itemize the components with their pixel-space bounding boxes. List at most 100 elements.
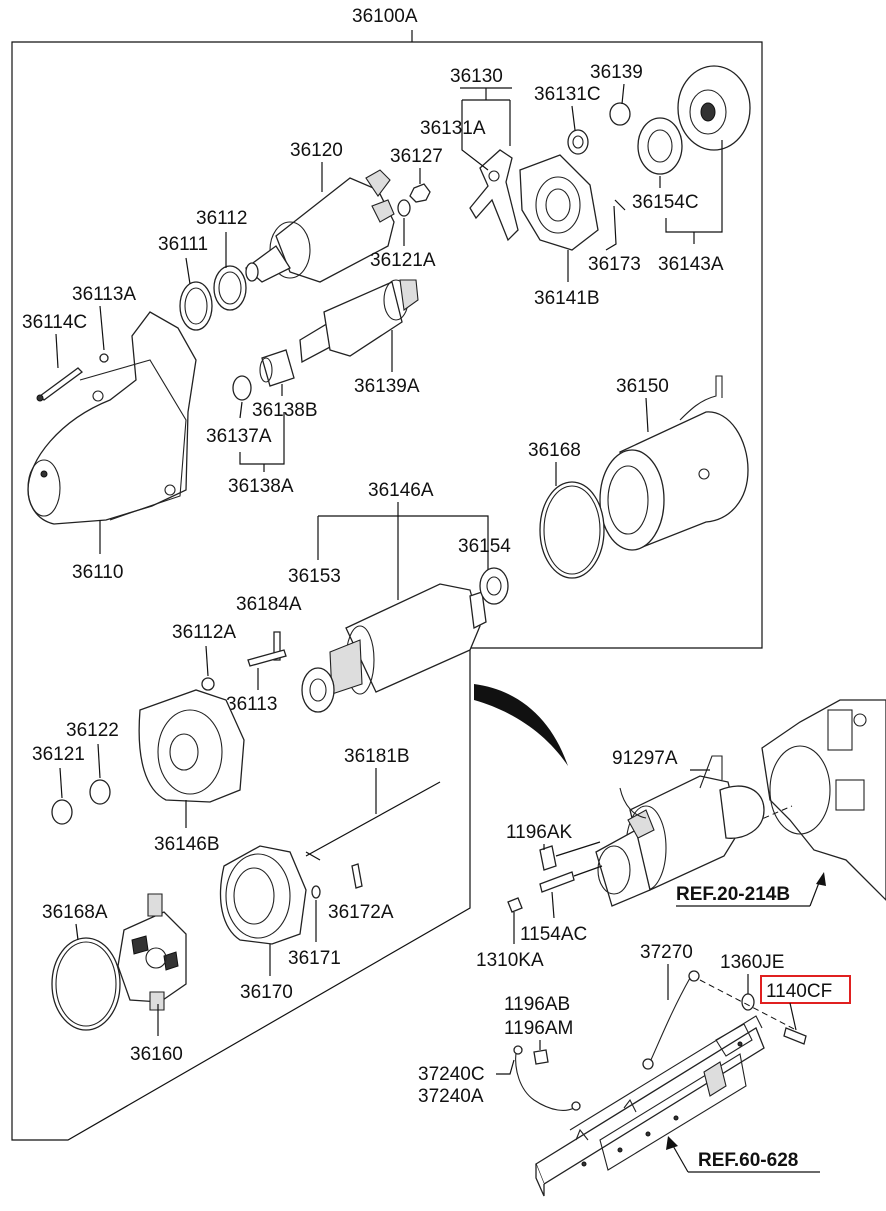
label-36171: 36171 bbox=[288, 948, 341, 969]
through-bolt-36181b bbox=[305, 781, 441, 861]
label-36120: 36120 bbox=[290, 140, 343, 161]
highlight-box-1140cf bbox=[760, 975, 851, 1004]
label-36130: 36130 bbox=[450, 66, 503, 87]
label-36150: 36150 bbox=[616, 376, 669, 397]
label-36121: 36121 bbox=[32, 744, 85, 765]
bushing-36139 bbox=[609, 102, 631, 126]
battery-cable-37240 bbox=[513, 1045, 581, 1111]
label-36137A: 36137A bbox=[206, 426, 272, 447]
brush-holder-36160 bbox=[117, 893, 187, 1011]
label-36172A: 36172A bbox=[328, 902, 394, 923]
label-36121A: 36121A bbox=[370, 250, 436, 271]
washer-36112a bbox=[201, 677, 215, 691]
label-36111: 36111 bbox=[158, 234, 208, 255]
bolt-1196ak bbox=[539, 845, 557, 871]
sleeve-36138b bbox=[259, 349, 295, 387]
label-36170: 36170 bbox=[240, 982, 293, 1003]
label-36143A: 36143A bbox=[658, 254, 724, 275]
pinion-36139a bbox=[299, 279, 419, 364]
chassis-frame bbox=[535, 1015, 765, 1197]
label-36127: 36127 bbox=[390, 146, 443, 167]
front-housing-36110 bbox=[27, 311, 197, 525]
washer-36121a bbox=[397, 199, 411, 217]
solenoid-36120 bbox=[244, 169, 395, 283]
label-36114C: 36114C bbox=[22, 312, 87, 333]
label-36139A: 36139A bbox=[354, 376, 420, 397]
label-36154C: 36154C bbox=[632, 192, 699, 213]
ref-frame: REF.60-628 bbox=[698, 1150, 798, 1171]
label-36184A: 36184A bbox=[236, 594, 302, 615]
label-36113: 36113 bbox=[226, 694, 277, 715]
pin-36173 bbox=[614, 199, 626, 211]
bolt-36114c bbox=[36, 367, 83, 402]
assembly-label: 36100A bbox=[352, 6, 418, 27]
label-36112: 36112 bbox=[196, 208, 247, 229]
label-1310KA: 1310KA bbox=[476, 950, 544, 971]
clip-36137a bbox=[232, 375, 252, 401]
yoke-36150 bbox=[599, 375, 749, 551]
bearing-36153 bbox=[301, 667, 335, 713]
label-36141B: 36141B bbox=[534, 288, 600, 309]
label-36138A: 36138A bbox=[228, 476, 294, 497]
label-36160: 36160 bbox=[130, 1044, 183, 1065]
label-36122: 36122 bbox=[66, 720, 119, 741]
label-37270: 37270 bbox=[640, 942, 693, 963]
ref-frame-arrow bbox=[666, 1136, 678, 1150]
screw-36172a bbox=[351, 863, 363, 889]
label-37240A: 37240A bbox=[418, 1086, 484, 1107]
label-36153: 36153 bbox=[288, 566, 341, 587]
label-36146A: 36146A bbox=[368, 480, 434, 501]
rear-cover-36170 bbox=[219, 845, 307, 945]
label-1196AB: 1196AB bbox=[504, 994, 570, 1015]
drive-housing-plate bbox=[519, 154, 599, 251]
cover-36146b bbox=[138, 689, 245, 803]
bolt-1196ab bbox=[533, 1049, 549, 1065]
assembly-boundary bbox=[11, 30, 763, 1141]
end-housing-36143a bbox=[677, 65, 751, 151]
label-36113A: 36113A bbox=[72, 284, 136, 305]
label-36139: 36139 bbox=[590, 62, 643, 83]
ref-engine: REF.20-214B bbox=[676, 884, 790, 905]
ring-36168a bbox=[51, 937, 121, 1031]
label-36138B: 36138B bbox=[252, 400, 318, 421]
label-1360JE: 1360JE bbox=[720, 952, 784, 973]
label-36173: 36173 bbox=[588, 254, 641, 275]
label-36154: 36154 bbox=[458, 536, 511, 557]
bushing-36131c bbox=[567, 129, 589, 155]
label-1196AM: 1196AM bbox=[504, 1018, 573, 1039]
lever-part bbox=[469, 149, 519, 242]
washer-36121 bbox=[51, 799, 73, 825]
engine-block bbox=[761, 699, 886, 901]
bearing-36154c bbox=[637, 117, 683, 175]
bolt-1140cf bbox=[783, 1027, 807, 1045]
label-36181B: 36181B bbox=[344, 746, 410, 767]
washer-36122 bbox=[89, 779, 111, 805]
label-36146B: 36146B bbox=[154, 834, 220, 855]
label-36168: 36168 bbox=[528, 440, 581, 461]
label-36110: 36110 bbox=[72, 562, 123, 583]
washer-1360je bbox=[741, 993, 755, 1011]
installed-starter bbox=[595, 755, 765, 907]
label-91297A: 91297A bbox=[612, 748, 678, 769]
label-36131A: 36131A bbox=[420, 118, 486, 139]
washer-36113a bbox=[99, 353, 109, 363]
label-1140CF: 1140CF bbox=[766, 981, 832, 1002]
stud-1154ac bbox=[539, 871, 575, 893]
label-1154AC: 1154AC bbox=[520, 924, 587, 945]
label-36168A: 36168A bbox=[42, 902, 108, 923]
label-1196AK: 1196AK bbox=[506, 822, 573, 843]
direction-arrow bbox=[474, 684, 568, 766]
label-36112A: 36112A bbox=[172, 622, 236, 643]
nut-1310ka bbox=[507, 897, 523, 913]
ground-cable-37270 bbox=[642, 970, 700, 1070]
armature-36146a bbox=[329, 583, 487, 695]
washer-36171 bbox=[311, 885, 321, 899]
screw-36113 bbox=[247, 649, 287, 667]
ring-36168 bbox=[539, 481, 605, 579]
label-37240C: 37240C bbox=[418, 1064, 485, 1085]
nut-36127 bbox=[409, 183, 431, 203]
bearing-36154 bbox=[479, 567, 509, 605]
label-36131C: 36131C bbox=[534, 84, 601, 105]
